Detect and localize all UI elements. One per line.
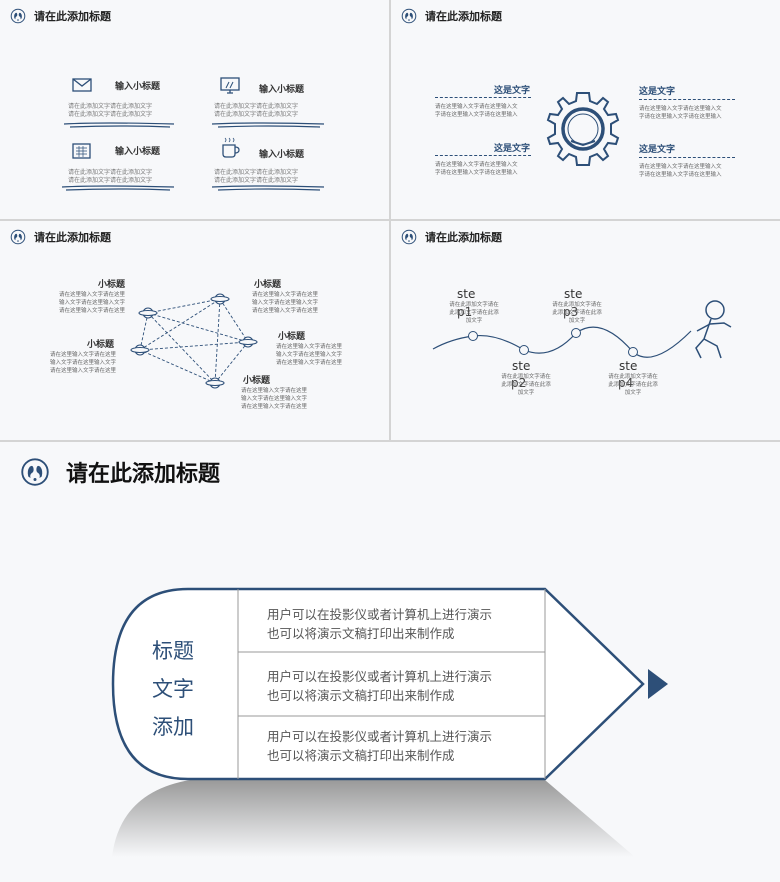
point-body: 请在此添加文字请在此添加文字请在此添加文字 bbox=[501, 374, 551, 396]
scribble-underline bbox=[63, 122, 175, 128]
item-title: 输入小标题 bbox=[115, 147, 161, 157]
slide-title: 请在此添加标题 bbox=[425, 10, 502, 23]
text-title: 这是文字 bbox=[639, 145, 676, 155]
slide-title: 请在此添加标题 bbox=[34, 231, 111, 244]
pencil-shadow bbox=[112, 780, 635, 857]
node-title: 小标题 bbox=[243, 376, 271, 386]
slide-title: 请在此添加标题 bbox=[66, 462, 221, 487]
slide-header: 请在此添加标题 bbox=[10, 229, 111, 245]
slide-title: 请在此添加标题 bbox=[34, 10, 111, 23]
scribble-underline bbox=[211, 122, 325, 128]
node-body: 请在这里输入文字请在这里输入文字请在这里输入文字请在这里输入文字请在这里 bbox=[241, 388, 308, 410]
text-body: 请在这里输入文字请在这里输入文字请在这里输入文字请在这里输入 bbox=[435, 162, 518, 176]
slide-1[interactable]: 请在此添加标题 输入小标题 请在此添加文字请在此添加文字请在此添加文字请在此添加… bbox=[0, 0, 389, 219]
coffee-cup-icon bbox=[222, 137, 240, 158]
table-row: 用户可以在投影仪或者计算机上进行演示也可以将演示文稿打印出来制作成 bbox=[267, 669, 493, 703]
timeline-dot bbox=[628, 347, 638, 357]
planet-icon bbox=[205, 377, 225, 389]
timeline-dot bbox=[468, 331, 478, 341]
running-figure-icon bbox=[695, 300, 732, 359]
point-label: ste bbox=[457, 287, 476, 301]
node-title: 小标题 bbox=[87, 340, 115, 350]
table-row: 用户可以在投影仪或者计算机上进行演示也可以将演示文稿打印出来制作成 bbox=[267, 607, 493, 641]
calendar-icon bbox=[72, 143, 91, 159]
point-body: 请在此添加文字请在此添加文字请在此添加文字 bbox=[608, 374, 658, 396]
item-body: 请在此添加文字请在此添加文字请在此添加文字请在此添加文字 bbox=[68, 103, 153, 118]
point-body: 请在此添加文字请在此添加文字请在此添加文字 bbox=[552, 302, 602, 324]
timeline-dot bbox=[519, 345, 529, 355]
node-title: 小标题 bbox=[278, 332, 306, 342]
slide-4[interactable]: 请在此添加标题 ste p1 请在此添加文字请在此添加文字请在此添加文字 ste… bbox=[391, 221, 780, 440]
dashed-divider bbox=[639, 99, 735, 100]
slide-2[interactable]: 请在此添加标题 这是文字 请在这里输入文字请在这里输入文字请在这里输入文字请在这… bbox=[391, 0, 780, 219]
text-title: 这是文字 bbox=[639, 87, 676, 97]
pencil-label: 标题 文字 添加 bbox=[152, 639, 194, 739]
item-body: 请在此添加文字请在此添加文字请在此添加文字请在此添加文字 bbox=[214, 169, 299, 184]
planet-icon bbox=[130, 344, 150, 356]
logo-icon bbox=[10, 8, 26, 24]
planet-icon bbox=[210, 293, 230, 305]
point-label: ste bbox=[564, 287, 583, 301]
node-body: 请在这里输入文字请在这里输入文字请在这里输入文字请在这里输入文字请在这里 bbox=[276, 344, 343, 366]
node-body: 请在这里输入文字请在这里输入文字请在这里输入文字请在这里输入文字请在这里 bbox=[59, 292, 126, 314]
pencil-tip bbox=[648, 669, 668, 699]
text-body: 请在这里输入文字请在这里输入文字请在这里输入文字请在这里输入 bbox=[639, 164, 722, 178]
point-tag: p3 bbox=[563, 305, 579, 319]
text-title: 这是文字 bbox=[494, 86, 531, 96]
envelope-icon bbox=[72, 78, 92, 92]
node-body: 请在这里输入文字请在这里输入文字请在这里输入文字请在这里输入文字请在这里 bbox=[252, 292, 319, 314]
slide-header: 请在此添加标题 bbox=[401, 229, 502, 245]
point-body: 请在此添加文字请在此添加文字请在此添加文字 bbox=[449, 302, 499, 324]
item-title: 输入小标题 bbox=[115, 82, 161, 92]
slide-header: 请在此添加标题 bbox=[401, 8, 502, 24]
planet-icon bbox=[238, 336, 258, 348]
item-title: 输入小标题 bbox=[259, 85, 305, 95]
network-diagram bbox=[130, 293, 258, 389]
point-tag: p1 bbox=[457, 305, 473, 319]
monitor-icon bbox=[220, 77, 240, 94]
scribble-underline bbox=[61, 185, 175, 191]
dashed-divider bbox=[435, 155, 531, 156]
slide-header: 请在此添加标题 bbox=[20, 456, 220, 488]
timeline-dot bbox=[571, 328, 581, 338]
node-title: 小标题 bbox=[98, 280, 126, 290]
item-title: 输入小标题 bbox=[259, 150, 305, 160]
scribble-underline bbox=[211, 185, 325, 191]
logo-icon bbox=[20, 457, 50, 487]
point-label: ste bbox=[512, 359, 531, 373]
planet-icon bbox=[138, 307, 158, 319]
slide-header: 请在此添加标题 bbox=[10, 8, 111, 24]
text-body: 请在这里输入文字请在这里输入文字请在这里输入文字请在这里输入 bbox=[639, 106, 722, 120]
logo-icon bbox=[401, 8, 417, 24]
slide-3[interactable]: 请在此添加标题 小标题 请在这里输入文字请在这里输入文字请在这里输入文字请在这里… bbox=[0, 221, 389, 440]
gear-icon bbox=[546, 92, 620, 166]
dashed-divider bbox=[639, 157, 735, 158]
item-body: 请在此添加文字请在此添加文字请在此添加文字请在此添加文字 bbox=[214, 103, 299, 118]
dashed-divider bbox=[435, 97, 531, 98]
slide-title: 请在此添加标题 bbox=[425, 231, 502, 244]
point-tag: p2 bbox=[511, 376, 527, 390]
timeline-wave bbox=[432, 300, 732, 359]
slide-5[interactable]: 请在此添加标题 标题 文字 添加 用户可以在投影仪或者计算机上进行演示也可以将演… bbox=[0, 442, 780, 882]
point-tag: p4 bbox=[618, 376, 634, 390]
text-body: 请在这里输入文字请在这里输入文字请在这里输入文字请在这里输入 bbox=[435, 104, 518, 118]
item-body: 请在此添加文字请在此添加文字请在此添加文字请在此添加文字 bbox=[68, 169, 153, 184]
text-title: 这是文字 bbox=[494, 144, 531, 154]
table-row: 用户可以在投影仪或者计算机上进行演示也可以将演示文稿打印出来制作成 bbox=[267, 729, 493, 763]
pencil-shape bbox=[111, 587, 668, 781]
node-body: 请在这里输入文字请在这里输入文字请在这里输入文字请在这里输入文字请在这里 bbox=[50, 352, 117, 374]
node-title: 小标题 bbox=[254, 280, 282, 290]
point-label: ste bbox=[619, 359, 638, 373]
